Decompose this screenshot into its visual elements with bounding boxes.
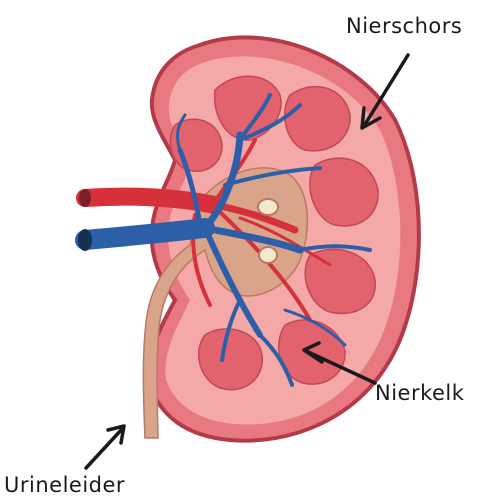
label-ureter: Urineleider — [4, 473, 125, 497]
pyramid — [199, 329, 263, 390]
vein-opening — [78, 229, 92, 251]
arrow-ureter — [86, 426, 124, 468]
label-calyx: Nierkelk — [375, 381, 465, 405]
calyx-opening — [258, 199, 278, 215]
label-cortex: Nierschors — [346, 14, 462, 38]
artery-opening — [79, 189, 91, 207]
calyx-opening — [259, 247, 277, 263]
pyramid — [285, 87, 350, 151]
